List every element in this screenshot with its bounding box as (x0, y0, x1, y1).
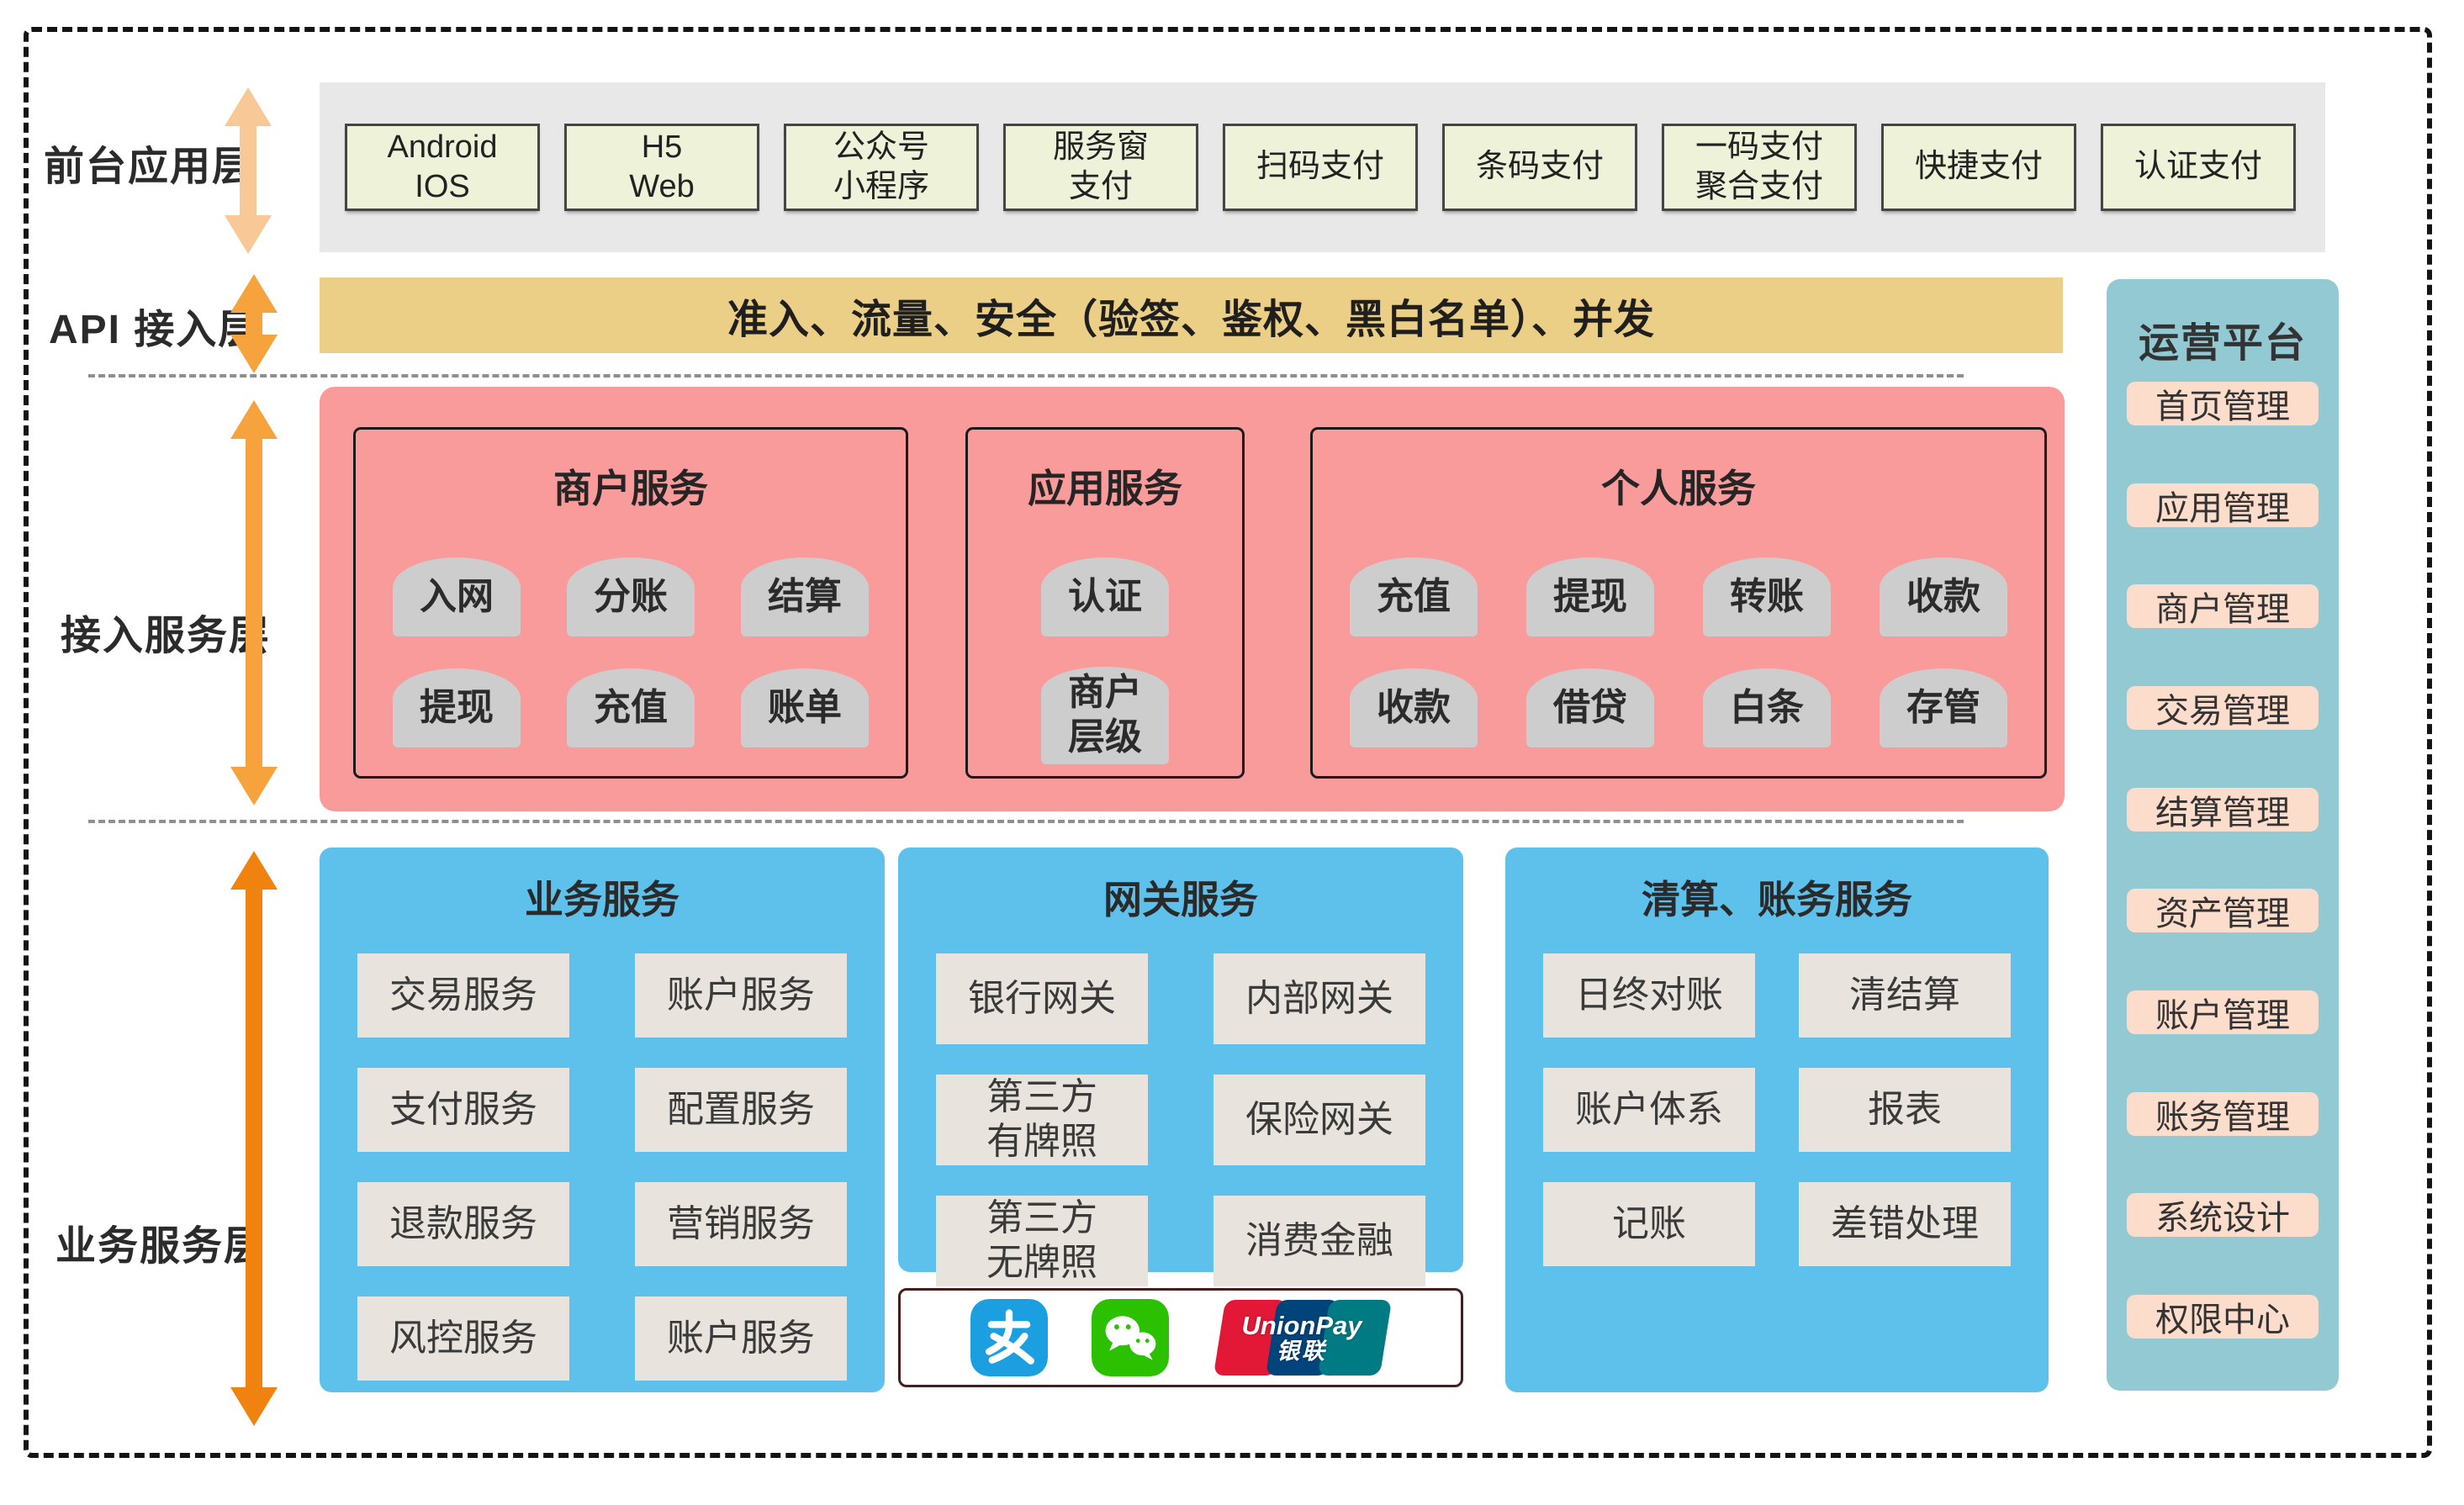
sidebar-item-asset-mgmt: 资产管理 (2127, 889, 2319, 933)
app-box-quick-pay: 快捷支付 (1881, 124, 2076, 211)
dome-item: 入网 (393, 557, 521, 636)
dome-item: 认证 (1041, 557, 1169, 636)
dome-item: 转账 (1703, 557, 1831, 636)
clearing-service-group: 清算、账务服务 日终对账 清结算 账户体系 报表 记账 差错处理 (1505, 848, 2049, 1392)
dome-item: 商户层级 (1041, 667, 1169, 764)
unionpay-logo-icon: UnionPay 银联 (1213, 1298, 1393, 1377)
service-cell: 交易服务 (357, 953, 569, 1038)
application-service-title: 应用服务 (1028, 467, 1182, 510)
service-cell: 银行网关 (936, 953, 1148, 1044)
gateway-service-group: 网关服务 银行网关 内部网关 第三方有牌照 保险网关 第三方无牌照 消费金融 (898, 848, 1463, 1286)
sidebar-item-system-design: 系统设计 (2127, 1193, 2319, 1238)
service-cell: 内部网关 (1213, 953, 1425, 1044)
dome-item: 结算 (741, 557, 869, 636)
access-layer-arrow-icon (230, 400, 278, 805)
service-cell: 营销服务 (635, 1182, 847, 1266)
dome-item: 收款 (1350, 668, 1478, 747)
personal-service-group: 个人服务 充值 提现 转账 收款 收款 借贷 白条 存管 (1310, 427, 2047, 779)
service-cell: 账户体系 (1543, 1068, 1755, 1152)
service-cell: 第三方有牌照 (936, 1075, 1148, 1165)
access-layer-label: 接入服务层 (61, 614, 272, 658)
api-layer-arrow-icon (230, 274, 278, 373)
dome-item: 充值 (1350, 557, 1478, 636)
dome-item: 收款 (1880, 557, 2007, 636)
api-layer-label: API 接入层 (49, 308, 261, 352)
frontend-layer-label: 前台应用层 (44, 145, 255, 189)
dome-item: 白条 (1703, 668, 1831, 747)
app-box-barcode-pay: 条码支付 (1442, 124, 1637, 211)
app-box-mini-program: 公众号小程序 (784, 124, 979, 211)
alipay-logo-icon (970, 1299, 1048, 1376)
service-cell: 消费金融 (1213, 1196, 1425, 1286)
service-cell: 账户服务 (635, 953, 847, 1038)
app-box-auth-pay: 认证支付 (2101, 124, 2296, 211)
dome-item: 分账 (567, 557, 695, 636)
sidebar-item-trade-mgmt: 交易管理 (2127, 685, 2319, 730)
merchant-service-title: 商户服务 (553, 467, 708, 510)
dome-item: 借贷 (1526, 668, 1654, 747)
app-box-aggregate-pay: 一码支付聚合支付 (1662, 124, 1857, 211)
access-service-layer-panel: 商户服务 入网 分账 结算 提现 充值 账单 应用服务 认证 商户层级 个人服务… (320, 387, 2065, 811)
payment-logos-box: UnionPay 银联 (898, 1288, 1463, 1387)
sidebar-item-app-mgmt: 应用管理 (2127, 483, 2319, 527)
service-cell: 风控服务 (357, 1296, 569, 1381)
clearing-service-title: 清算、账务服务 (1642, 878, 1912, 921)
operations-platform-title: 运营平台 (2138, 321, 2307, 366)
business-layer-arrow-icon (230, 851, 278, 1426)
merchant-service-group: 商户服务 入网 分账 结算 提现 充值 账单 (353, 427, 908, 779)
service-cell: 第三方无牌照 (936, 1196, 1148, 1286)
dome-item: 提现 (393, 668, 521, 747)
dome-item: 存管 (1880, 668, 2007, 747)
service-cell: 日终对账 (1543, 953, 1755, 1038)
service-cell: 配置服务 (635, 1068, 847, 1152)
dome-item: 充值 (567, 668, 695, 747)
api-gateway-bar: 准入、流量、安全（验签、鉴权、黑白名单）、并发 (320, 277, 2063, 353)
service-cell: 差错处理 (1799, 1182, 2011, 1266)
sidebar-item-finance-mgmt: 账务管理 (2127, 1091, 2319, 1136)
operations-platform-panel: 运营平台 首页管理 应用管理 商户管理 交易管理 结算管理 资产管理 账户管理 … (2107, 279, 2339, 1391)
business-layer-label: 业务服务层 (56, 1224, 267, 1269)
gateway-service-title: 网关服务 (1103, 878, 1258, 921)
service-cell: 保险网关 (1213, 1075, 1425, 1165)
divider-dashed-top (88, 374, 1964, 378)
unionpay-chinese-wordmark: 银联 (1277, 1339, 1327, 1365)
dome-item: 账单 (741, 668, 869, 747)
frontend-layer-arrow-icon (225, 87, 272, 254)
unionpay-wordmark: UnionPay (1241, 1310, 1362, 1340)
service-cell: 支付服务 (357, 1068, 569, 1152)
service-cell: 清结算 (1799, 953, 2011, 1038)
sidebar-item-settle-mgmt: 结算管理 (2127, 787, 2319, 832)
service-cell: 退款服务 (357, 1182, 569, 1266)
app-box-scan-pay: 扫码支付 (1223, 124, 1418, 211)
service-cell: 账户服务 (635, 1296, 847, 1381)
dome-item: 提现 (1526, 557, 1654, 636)
divider-dashed-bottom (88, 820, 1964, 823)
app-box-service-window-pay: 服务窗支付 (1003, 124, 1198, 211)
sidebar-item-merchant-mgmt: 商户管理 (2127, 584, 2319, 629)
sidebar-item-home-mgmt: 首页管理 (2127, 382, 2319, 425)
sidebar-item-account-mgmt: 账户管理 (2127, 990, 2319, 1034)
sidebar-item-permission-center: 权限中心 (2127, 1294, 2319, 1339)
service-cell: 报表 (1799, 1068, 2011, 1152)
personal-service-title: 个人服务 (1601, 467, 1756, 510)
outer-dashed-border (24, 27, 2432, 1458)
application-service-group: 应用服务 认证 商户层级 (965, 427, 1245, 779)
wechat-logo-icon (1092, 1299, 1169, 1376)
business-service-title: 业务服务 (525, 878, 679, 921)
service-cell: 记账 (1543, 1182, 1755, 1266)
business-service-group: 业务服务 交易服务 账户服务 支付服务 配置服务 退款服务 营销服务 风控服务 … (320, 848, 885, 1392)
